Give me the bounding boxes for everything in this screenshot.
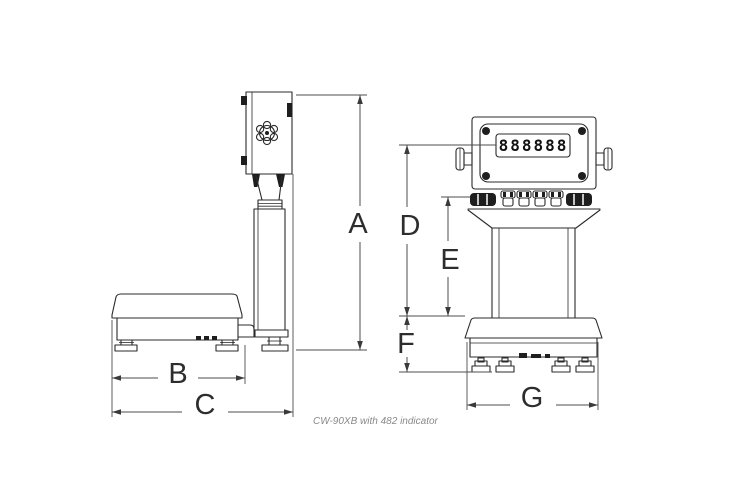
corner-screw-icon — [578, 172, 586, 180]
platform-front — [464, 317, 603, 358]
dimension-label-f: F — [397, 328, 415, 360]
dimension-label-a: A — [348, 208, 368, 240]
platform-feet-side — [114, 339, 239, 352]
dimension-c: C — [112, 389, 293, 421]
dimension-label-g: G — [521, 382, 544, 414]
caption: CW-90XB with 482 indicator — [313, 416, 439, 427]
dimension-label-c: C — [195, 389, 216, 421]
indicator-enclosure-front: 888888 — [471, 116, 597, 190]
corner-screw-icon — [482, 127, 490, 135]
gland-icon — [500, 190, 516, 207]
side-knob-left-icon — [455, 147, 473, 171]
side-knob-right-icon — [595, 147, 613, 171]
display-window — [495, 133, 571, 158]
dimension-f: F — [397, 316, 492, 373]
front-view: 888888 — [397, 116, 613, 414]
foot-icon — [495, 357, 515, 373]
column-bracket-side — [252, 174, 285, 210]
column-foot-side — [261, 336, 289, 352]
dimension-b: B — [111, 320, 246, 417]
dimension-d: D — [399, 144, 496, 317]
dimension-e: E — [440, 196, 470, 316]
indicator-enclosure-side — [241, 91, 293, 175]
foot-icon — [551, 357, 571, 373]
corner-screw-icon — [482, 172, 490, 180]
dimension-label-b: B — [168, 358, 187, 390]
gland-icon — [516, 190, 532, 207]
cable-glands — [470, 190, 592, 207]
side-view: A B C — [111, 91, 368, 421]
dimension-label-e: E — [440, 244, 459, 276]
dimension-a: A — [296, 94, 368, 351]
corner-screw-icon — [578, 127, 586, 135]
display-digits: 888888 — [499, 136, 569, 155]
mounting-knob-icon — [255, 120, 279, 146]
platform-feet-front — [471, 357, 595, 373]
dimension-g: G — [466, 342, 599, 414]
gland-icon — [548, 190, 564, 207]
column-side — [253, 174, 294, 417]
dimension-label-d: D — [400, 210, 421, 242]
foot-icon — [471, 357, 491, 373]
gland-icon — [532, 190, 548, 207]
foot-icon — [575, 357, 595, 373]
column-front — [467, 208, 601, 319]
platform-side — [111, 293, 255, 341]
